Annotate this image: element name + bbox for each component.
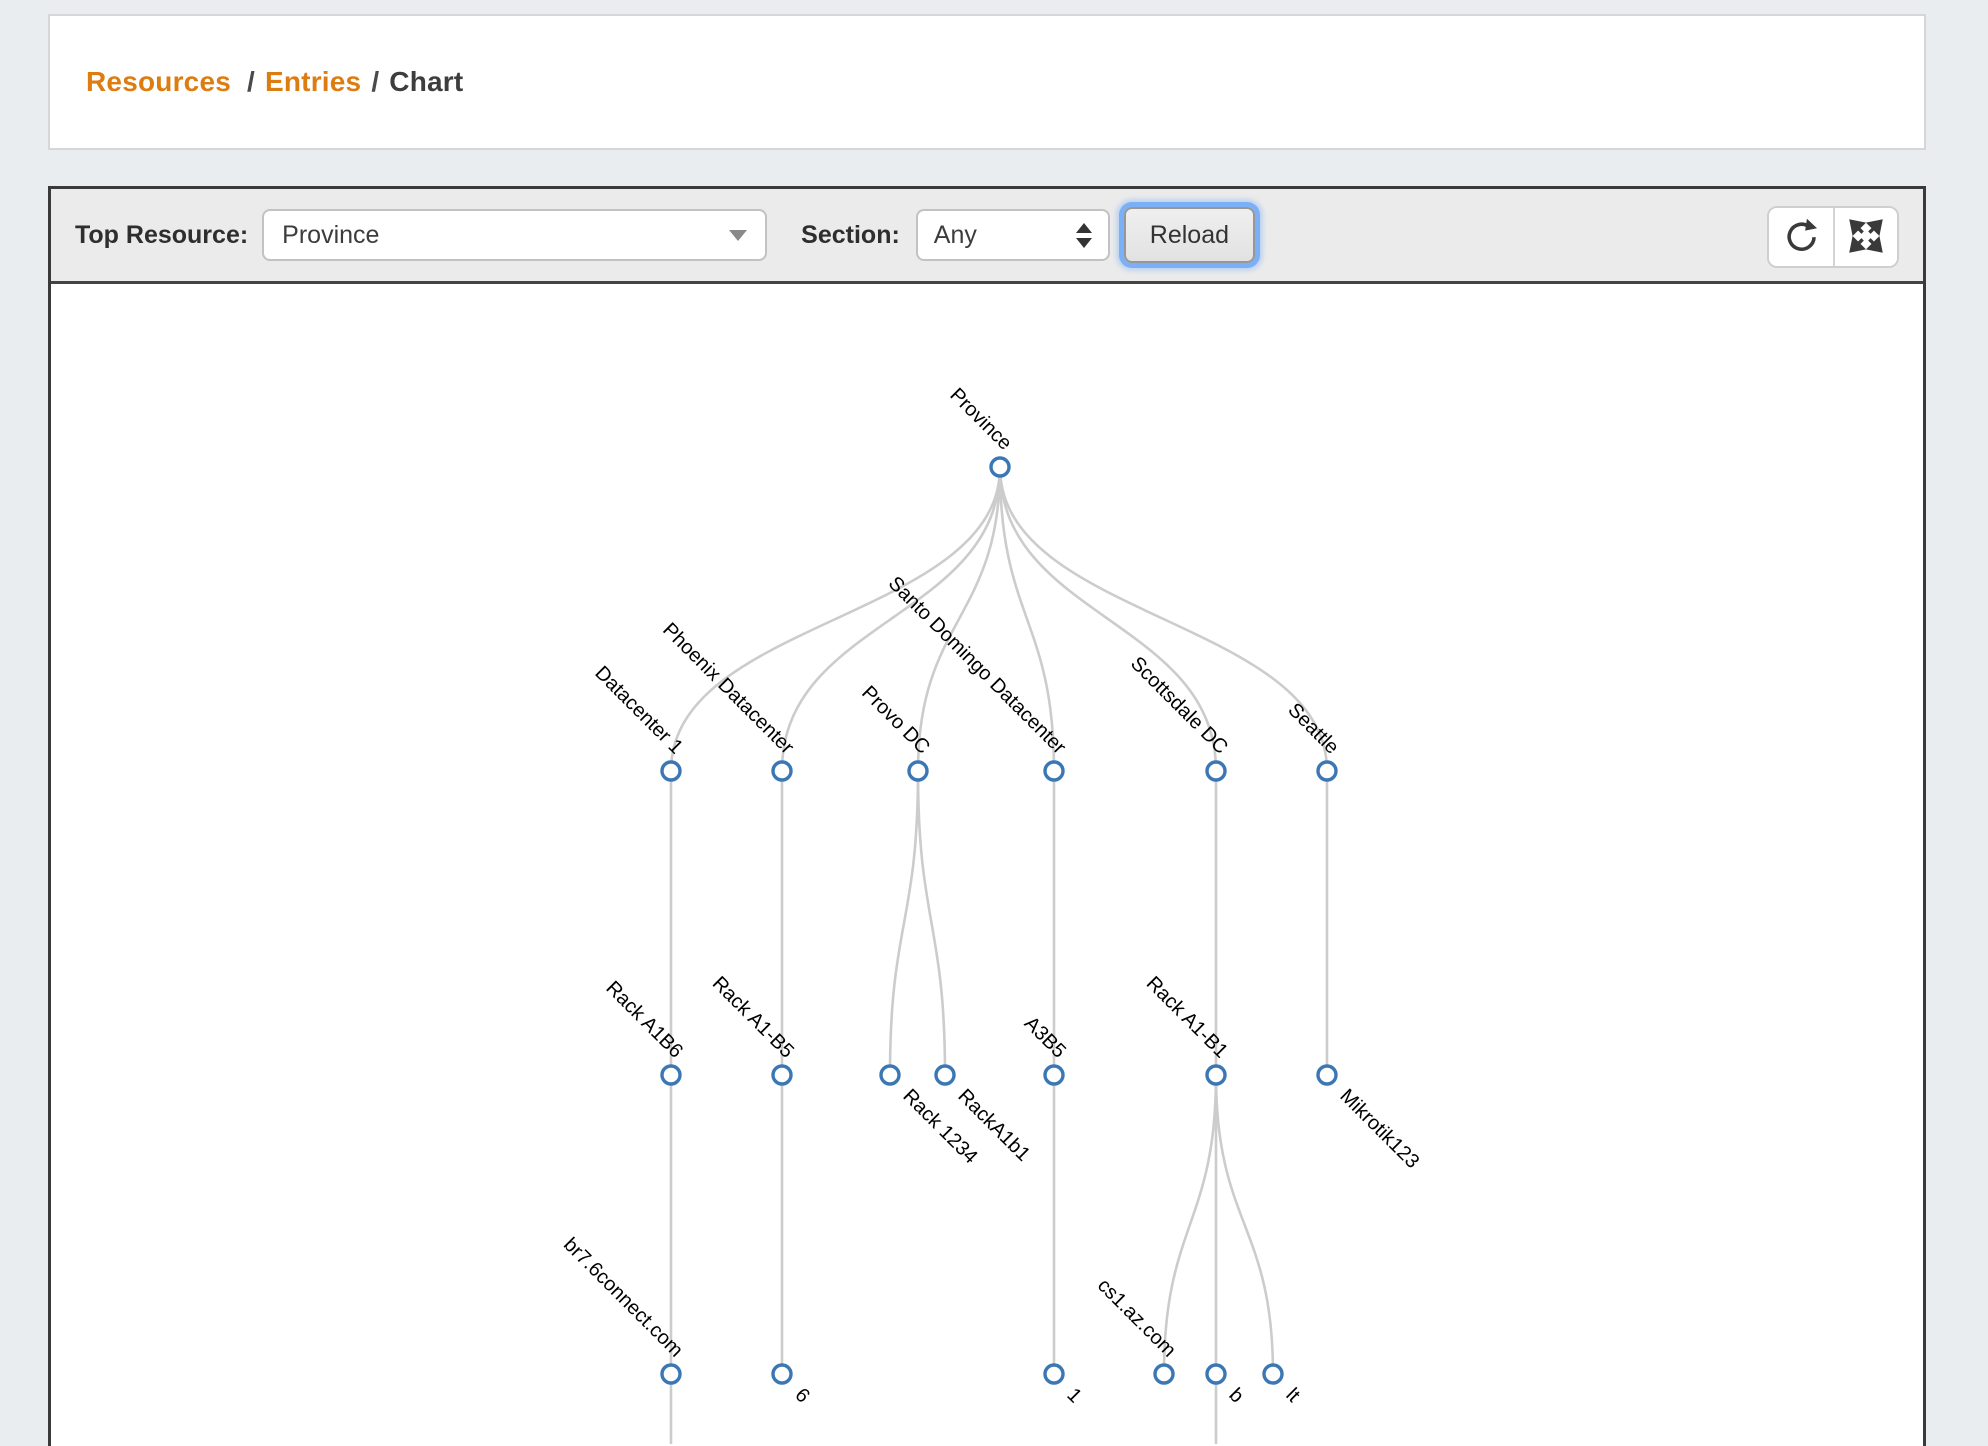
tree-node-provo_dc[interactable] [907,760,929,782]
tree-node-a3b5_child[interactable] [1043,1363,1065,1385]
tree-link [998,466,1218,772]
chart-panel: Top Resource: Province Section: Any Relo… [48,186,1926,1446]
tree-link [888,770,920,1076]
tree-label-mikrotik123: Mikrotik123 [1335,1085,1423,1173]
tree-label-datacenter1: Datacenter 1 [590,662,687,759]
breadcrumb-entries[interactable]: Entries [264,66,362,97]
breadcrumb: Resources / Entries / Chart [86,66,463,98]
tree-label-br7: br7.6connect.com [559,1234,687,1362]
fullscreen-button[interactable] [1833,208,1897,266]
breadcrumb-resources[interactable]: Resources [86,66,231,97]
refresh-icon [1782,217,1820,258]
tree-label-rack_a1b6: Rack A1B6 [601,977,687,1063]
tree-link [916,466,1002,772]
top-resource-value: Province [282,220,380,249]
tree-node-datacenter1[interactable] [660,760,682,782]
tree-node-b5_child[interactable] [771,1363,793,1385]
tree-label-province: Province [945,384,1016,455]
tree-node-rack_a1b6[interactable] [660,1064,682,1086]
tree-node-rack_a1_b1[interactable] [1205,1064,1227,1086]
tree-label-rack_a1_b1: Rack A1-B1 [1142,972,1232,1062]
top-resource-select[interactable]: Province [262,209,768,261]
section-select[interactable]: Any [915,209,1110,261]
tree-link [998,466,1329,772]
tree-label-rack_a1_b5: Rack A1-B5 [708,972,798,1062]
tree-link [780,466,1002,772]
tree-node-phoenix_dc[interactable] [771,760,793,782]
tree-node-mikrotik123[interactable] [1316,1064,1338,1086]
view-button-group [1767,206,1899,268]
tree-node-santo_dc[interactable] [1043,760,1065,782]
tree-link [998,466,1056,772]
breadcrumb-separator: / [247,66,255,97]
tree-link [1162,1074,1218,1375]
tree-link [916,770,947,1076]
tree-node-province[interactable] [989,456,1011,478]
tree-label-scottsdale_dc: Scottsdale DC [1126,653,1232,759]
fullscreen-icon [1848,218,1884,257]
chart-toolbar: Top Resource: Province Section: Any Relo… [51,189,1923,284]
tree-node-cs1[interactable] [1153,1363,1175,1385]
chevron-down-icon [729,229,748,241]
updown-spinner-icon [1075,222,1092,248]
tree-node-b1_child2[interactable] [1205,1363,1227,1385]
refresh-button[interactable] [1769,208,1833,266]
tree-link [669,466,1002,772]
tree-node-b1_child3[interactable] [1262,1363,1284,1385]
section-value: Any [933,220,977,249]
breadcrumb-separator: / [371,66,380,97]
tree-node-rack_a1_b5[interactable] [771,1064,793,1086]
tree-label-a3b5_child: 1 [1062,1384,1085,1407]
tree-label-seattle: Seattle [1283,699,1343,759]
breadcrumb-card: Resources / Entries / Chart [48,14,1926,150]
tree-label-b5_child: 6 [790,1384,813,1407]
tree-node-rack_a1b1[interactable] [934,1064,956,1086]
tree-node-seattle[interactable] [1316,760,1338,782]
tree-node-a3b5[interactable] [1043,1064,1065,1086]
section-label: Section: [801,220,900,249]
tree-label-a3b5: A3B5 [1020,1012,1070,1062]
breadcrumb-current-chart: Chart [389,66,464,97]
tree-node-rack_1234[interactable] [879,1064,901,1086]
tree-node-br7[interactable] [660,1363,682,1385]
tree-node-scottsdale_dc[interactable] [1205,760,1227,782]
tree-link [1214,1074,1275,1375]
top-resource-label: Top Resource: [75,220,249,249]
tree-label-b1_child3: lt [1281,1384,1304,1407]
reload-button[interactable]: Reload [1123,207,1256,263]
tree-label-b1_child2: b [1224,1384,1247,1407]
